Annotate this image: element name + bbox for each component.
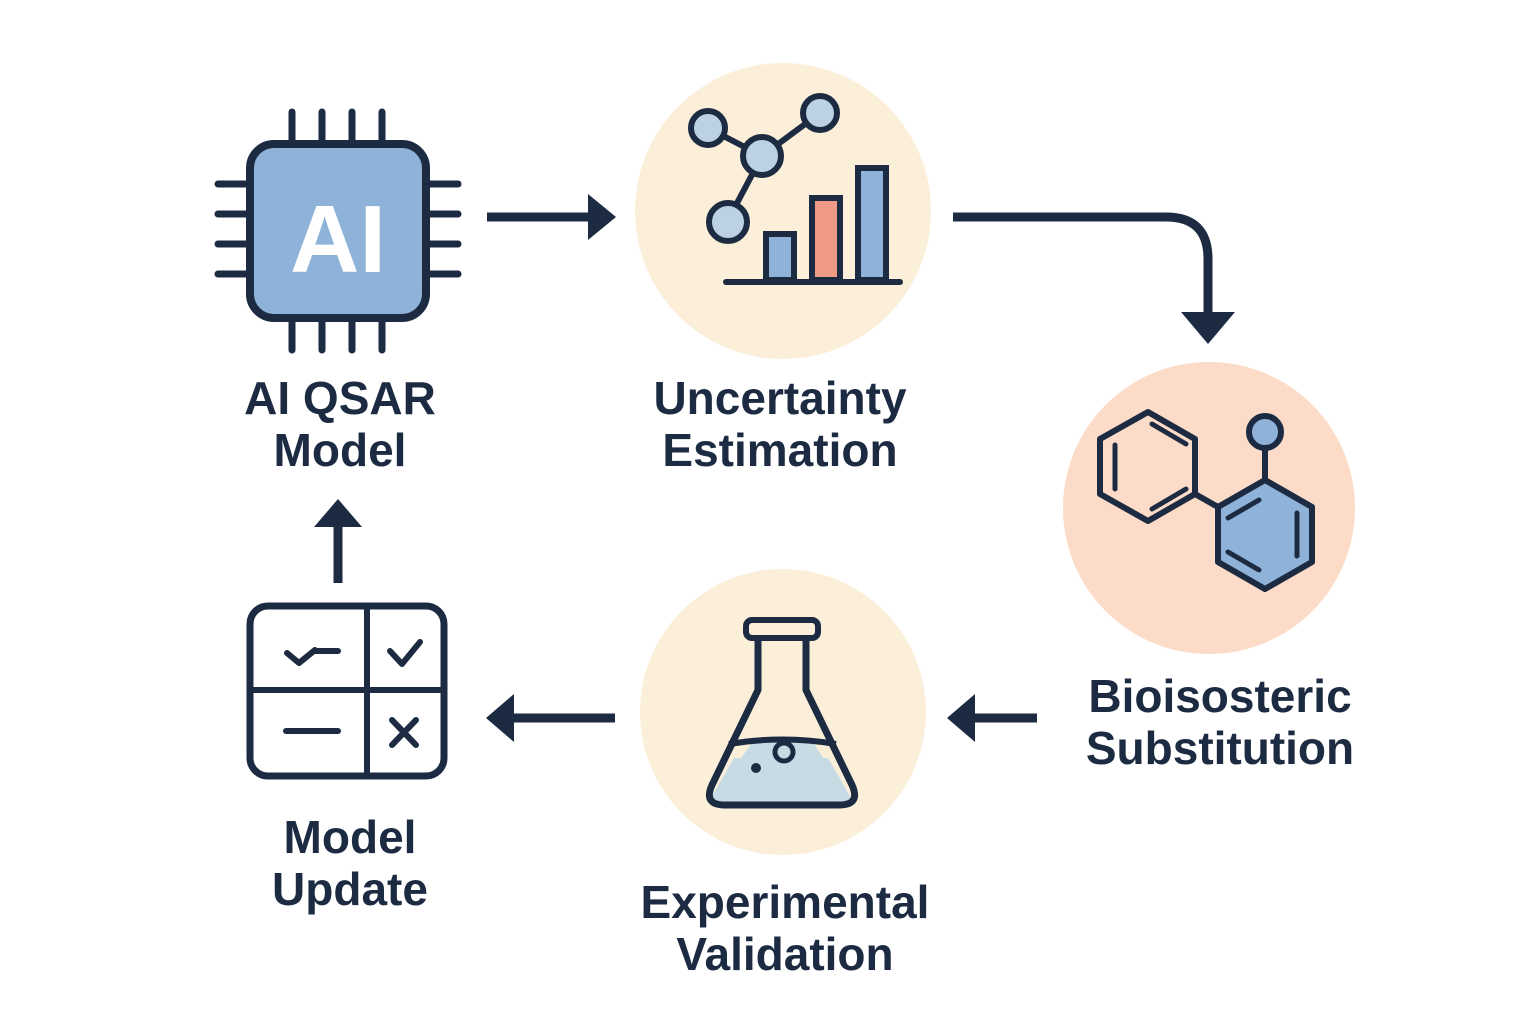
node-label-model-update: Model Update xyxy=(200,811,500,915)
checklist-grid-icon xyxy=(246,602,448,780)
label-line: Model xyxy=(273,424,407,476)
experimental-circle xyxy=(640,569,926,855)
biphenyl-molecule-icon xyxy=(1097,409,1315,592)
label-line: Model xyxy=(283,811,417,863)
label-line: Experimental xyxy=(640,876,930,928)
node-label-ai-qsar-model: AI QSAR Model xyxy=(190,372,490,476)
label-line: Estimation xyxy=(662,424,898,476)
chip-body xyxy=(246,140,430,322)
chip-text: AI xyxy=(290,186,386,293)
label-line: Substitution xyxy=(1085,722,1355,774)
arrow-uncertainty-to-bioisosteric xyxy=(953,212,1235,344)
node-label-bioisosteric-substitution: Bioisosteric Substitution xyxy=(1020,670,1420,774)
arrow-update-to-ai xyxy=(314,499,362,583)
label-line: Uncertainty xyxy=(653,372,907,424)
label-line: Update xyxy=(272,863,428,915)
label-line: Validation xyxy=(676,928,894,980)
label-line: AI QSAR xyxy=(244,372,436,424)
arrow-ai-to-uncertainty xyxy=(487,194,616,240)
arrow-bioisosteric-to-experimental xyxy=(947,694,1037,742)
node-label-uncertainty-estimation: Uncertainty Estimation xyxy=(600,372,960,476)
node-label-experimental-validation: Experimental Validation xyxy=(590,876,980,980)
label-line: Bioisosteric xyxy=(1088,670,1352,722)
network-bar-chart-icon xyxy=(688,93,903,285)
ai-chip-icon: AI xyxy=(214,108,462,354)
arrow-experimental-to-update xyxy=(486,694,615,742)
erlenmeyer-flask-icon xyxy=(705,617,859,809)
